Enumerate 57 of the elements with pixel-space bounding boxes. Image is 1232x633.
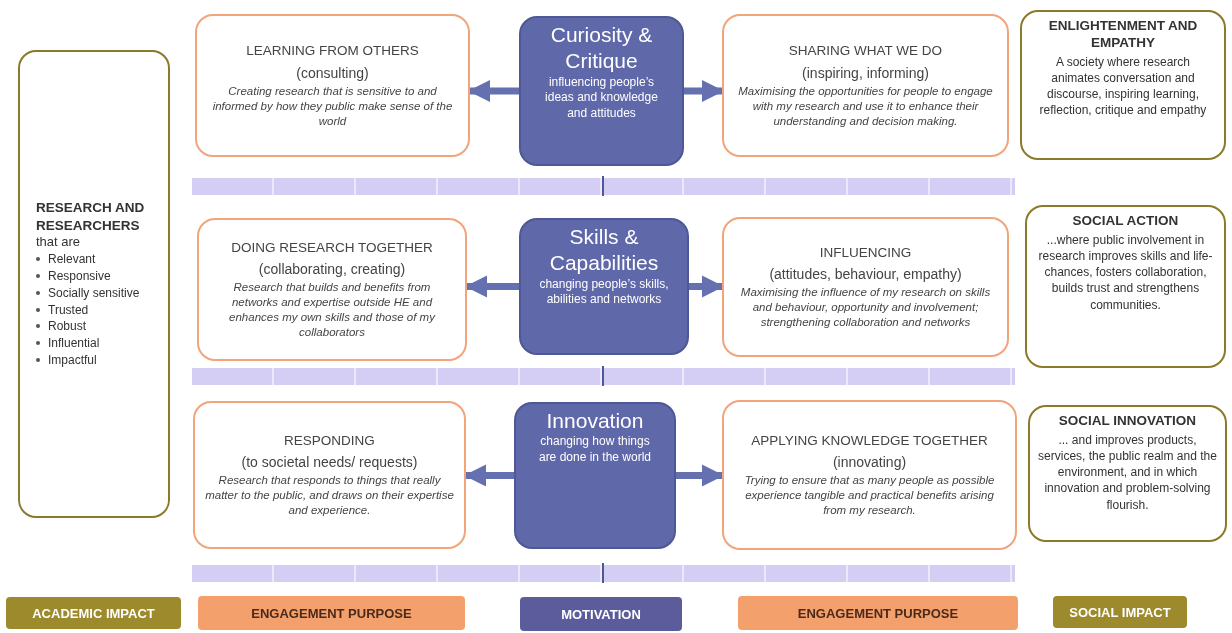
bullet-item: Trusted (48, 301, 89, 319)
purpose-box (197, 218, 467, 361)
box-subheading: that are (36, 234, 81, 252)
purpose-box (722, 14, 1009, 157)
box-title: Curiosity & Critique (549, 22, 654, 75)
box-description: changing people’s skills, abilities and networks (539, 276, 669, 308)
bullet-item: Impactful (48, 352, 97, 369)
box-heading: APPLYING KNOWLEDGE TOGETHER (751, 431, 988, 450)
research-box (18, 50, 170, 518)
box-description: Trying to ensure that as many people as possible experience tangible and practical benefits arising from my research. (743, 473, 996, 519)
box-subheading: (to societal needs/ requests) (241, 453, 418, 472)
impact-box (1025, 205, 1226, 368)
box-subheading: (collaborating, creating) (258, 260, 406, 279)
box-heading: DOING RESEARCH TOGETHER (231, 238, 433, 257)
box-title: Innovation (546, 408, 644, 434)
box-description: ... and improves products, services, the public realm and the environment, and in which innovation and problem-solving flourish. (1038, 431, 1217, 513)
box-description: Research that builds and benefits from networks and expertise outside HE and enhances my own skills and those of my collaborators (228, 280, 437, 341)
box-subheading: (attitudes, behaviour, empathy) (769, 265, 962, 284)
category-bar: ENGAGEMENT PURPOSE (198, 596, 465, 630)
category-bar: MOTIVATION (520, 597, 682, 631)
bullet-item: Robust (48, 318, 87, 336)
purpose-box (193, 401, 466, 549)
box-description: changing how things are done in the world (537, 434, 653, 466)
box-heading: SHARING WHAT WE DO (788, 42, 943, 60)
motivation-box (519, 218, 689, 355)
box-description: Creating research that is sensitive to and informed by how they public make sense of the world (211, 83, 454, 129)
bullet-item: Responsive (48, 268, 111, 285)
box-subheading: (innovating) (832, 453, 907, 472)
box-description: Research that responds to things that really matter to the public, and draws on their expertise and experience. (205, 473, 454, 519)
box-title: Skills & Capabilities (548, 224, 660, 277)
box-heading: ENLIGHTENMENT AND EMPATHY (1047, 18, 1199, 52)
purpose-box (195, 14, 470, 157)
bullet-item: Influential (48, 335, 100, 352)
bullet-item: Socially sensitive (48, 284, 140, 302)
box-heading: INFLUENCING (819, 243, 912, 262)
box-subheading: (inspiring, informing) (802, 63, 929, 82)
impact-box (1020, 10, 1226, 160)
bullet-item: Relevant (48, 251, 96, 268)
box-heading: LEARNING FROM OTHERS (246, 42, 419, 60)
box-subheading: (consulting) (296, 63, 369, 82)
purpose-box (722, 400, 1017, 550)
motivation-box (514, 402, 676, 549)
impact-box (1028, 405, 1227, 542)
box-description: ...where public involvement in research improves skills and life-chances, fosters collaboration, builds trust and strengthens communities. (1037, 231, 1214, 313)
box-heading: SOCIAL INNOVATION (1058, 413, 1197, 430)
box-heading: RESPONDING (284, 431, 375, 450)
box-heading: SOCIAL ACTION (1072, 213, 1179, 230)
category-bar: ACADEMIC IMPACT (6, 597, 181, 629)
category-bar: SOCIAL IMPACT (1053, 596, 1187, 628)
purpose-box (722, 217, 1009, 357)
box-description: influencing people’s ideas and knowledge and attitudes (544, 74, 659, 122)
box-description: Maximising the influence of my research on skills and behaviour, opportunity and involvement; strengthening collaboration and networks (739, 285, 992, 331)
category-bar: ENGAGEMENT PURPOSE (738, 596, 1018, 630)
box-description: A society where research animates conversation and discourse, inspiring learning, reflection, critique and empathy (1038, 53, 1208, 119)
motivation-box (519, 16, 684, 166)
box-heading: RESEARCH AND RESEARCHERS (36, 199, 146, 235)
box-description: Maximising the opportunities for people to engage with my research and use it to enhance their understanding and decision making. (737, 83, 994, 129)
